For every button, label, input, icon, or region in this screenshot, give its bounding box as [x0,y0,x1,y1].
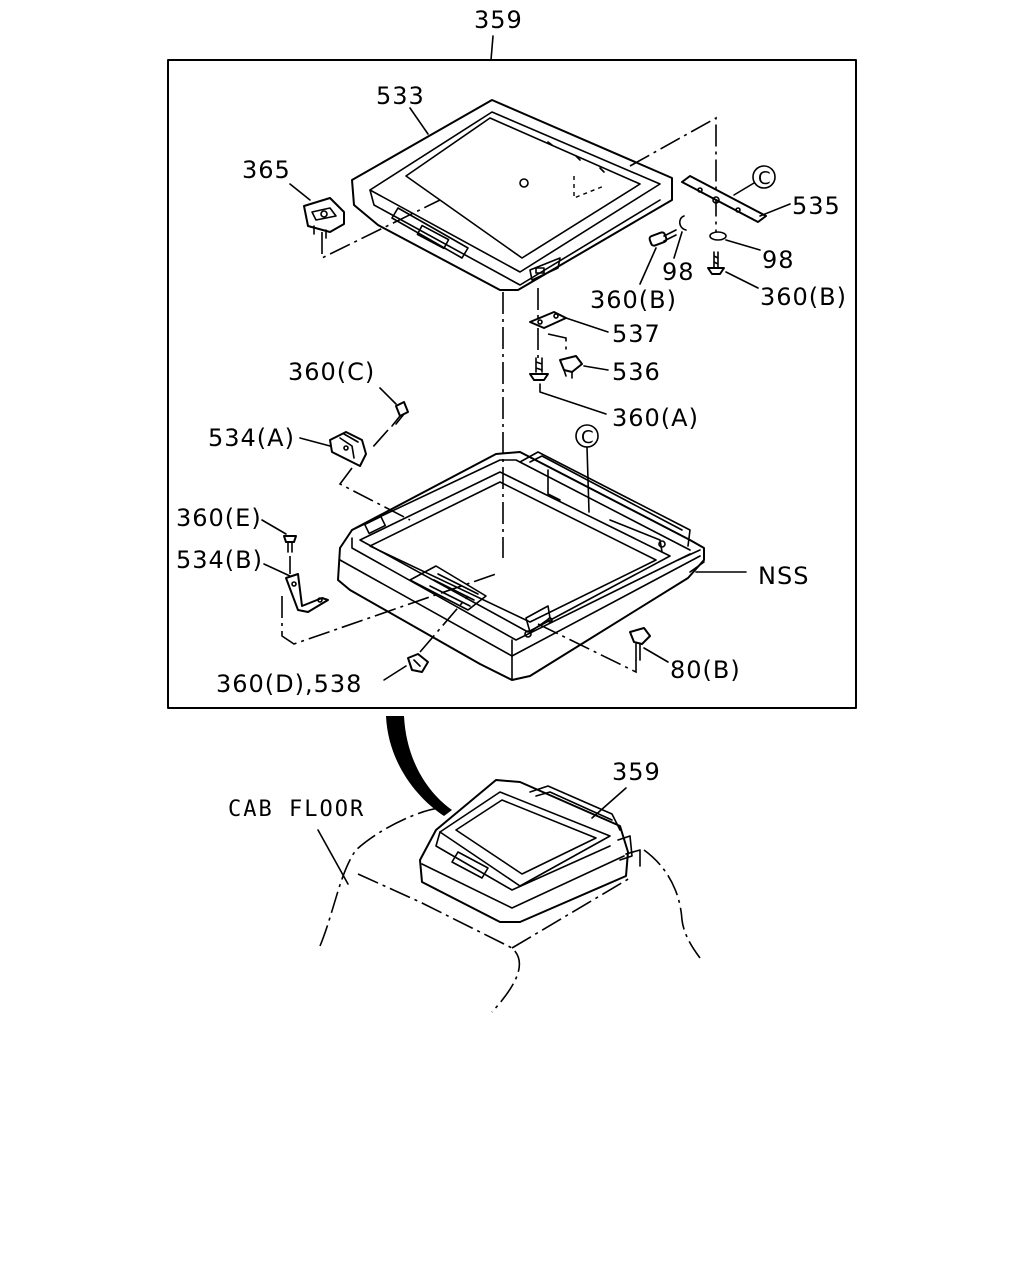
hinge-534a [329,431,367,467]
label-360a: 360(A) [612,404,699,432]
hinge-534b [285,573,329,613]
label-359-location: 359 [612,758,661,786]
clip-80b [629,627,651,661]
console-cover-533 [351,99,673,291]
leader-80b [643,647,669,663]
leader-360b-right [725,271,759,289]
leader-533 [409,107,429,135]
leader-360b-left [639,247,657,285]
chain-line-360d [419,595,469,653]
console-assembly-359-location [419,779,641,923]
bracket-535 [681,175,767,223]
leader-365 [289,183,311,201]
ref-c-upper-circle [752,165,776,189]
label-360d-538: 360(D),538 [216,670,362,698]
washer-98-right [709,231,727,241]
bracket-537 [529,311,567,329]
chain-line-534a [338,467,411,521]
leader-537 [565,317,609,333]
leader-ref-c-upper [733,182,755,196]
label-360e: 360(E) [176,504,262,532]
screw-360a [529,357,549,381]
chain-line-360c [371,429,389,449]
leader-98-left [673,231,683,259]
chain-line-365 [321,199,441,260]
label-534b: 534(B) [176,546,263,574]
label-534a: 534(A) [208,424,295,452]
leader-534b [263,563,291,577]
label-cab-floor: CAB FLOOR [228,797,365,822]
chain-line-535 [629,116,717,232]
clip-536 [559,355,583,379]
leader-cab-floor [317,829,349,885]
label-98-left: 98 [662,258,695,286]
cab-floor-outline [319,807,701,1013]
exploded-view-frame [167,59,857,709]
leader-98-right [725,239,761,251]
label-80b: 80(B) [670,656,741,684]
leader-360a [539,383,607,415]
latch-365 [303,197,345,239]
clip-360d-538 [407,653,429,673]
label-ref-c-lower: C [581,427,595,448]
label-98-right: 98 [762,246,795,274]
location-arrow [386,716,452,816]
chain-line-537 [537,288,567,360]
label-360b-right: 360(B) [760,283,847,311]
leader-534a [299,437,331,447]
hidden-line-cover [573,176,605,200]
chain-line-80b [537,623,637,674]
washer-98-left [678,215,687,231]
label-533: 533 [376,82,425,110]
label-359-top: 359 [474,6,523,34]
leader-535 [759,203,791,217]
leader-359-top [490,35,494,61]
screw-360c [391,401,409,427]
leader-536 [583,365,609,371]
chain-line-534b [281,573,497,645]
leader-360d-538 [383,665,407,681]
screw-360e [283,535,297,553]
leader-360e [261,519,287,535]
label-nss: NSS [758,562,809,590]
console-tray-nss [337,451,705,681]
label-537: 537 [612,320,661,348]
leader-359-location [591,787,627,819]
label-535: 535 [792,192,841,220]
label-536: 536 [612,358,661,386]
screw-360b-left [648,229,677,247]
leader-ref-c-lower [586,446,590,513]
label-360c: 360(C) [288,358,375,386]
label-365: 365 [242,156,291,184]
leader-360c [379,387,397,405]
screw-360b-right [707,251,725,275]
label-ref-c-upper: C [758,168,772,189]
label-360b-left: 360(B) [590,286,677,314]
